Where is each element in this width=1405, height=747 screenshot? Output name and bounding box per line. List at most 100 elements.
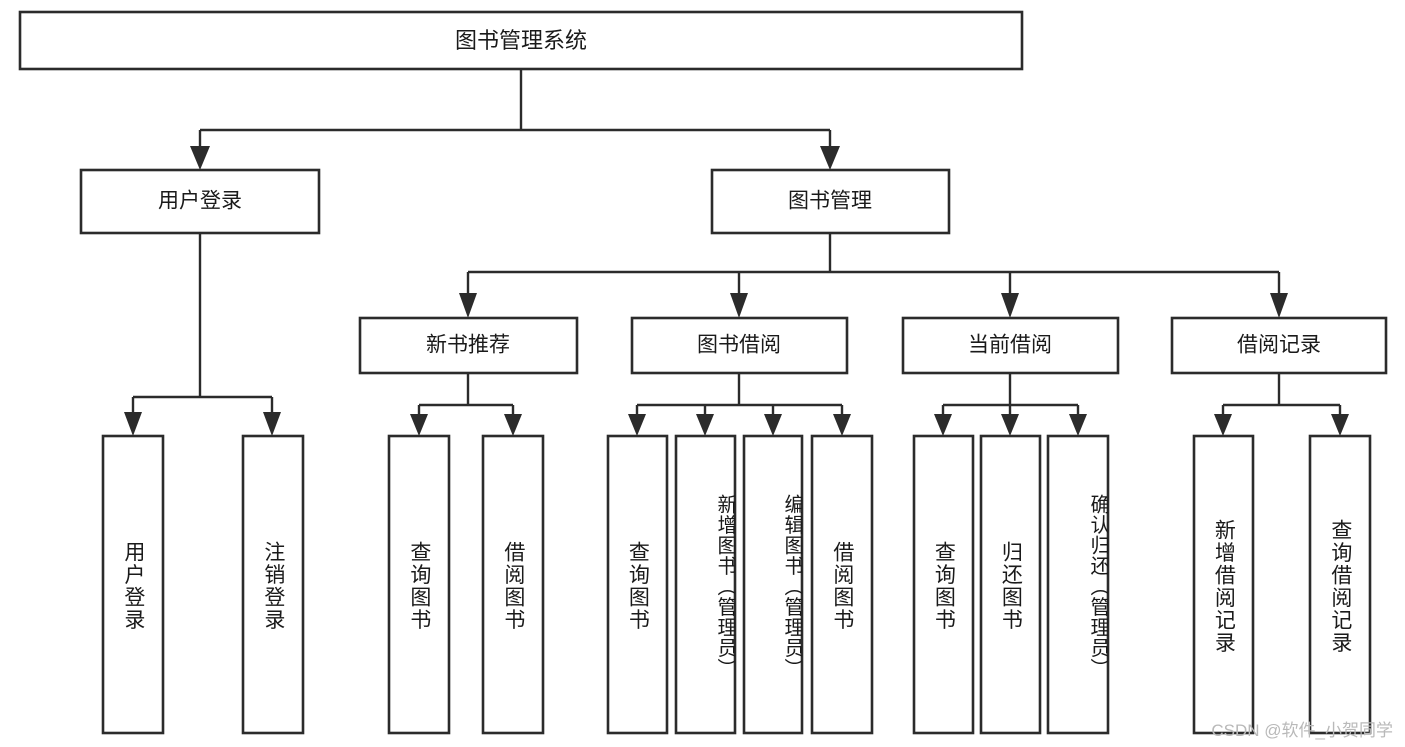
leaf-borrow-record-0[interactable]: 新增借阅记录	[1192, 434, 1255, 735]
node-user-login[interactable]: 用户登录	[79, 168, 321, 235]
arrowhead-current-borrow	[1001, 293, 1019, 318]
connector-group-user-login	[124, 233, 281, 436]
node-current-borrow[interactable]: 当前借阅	[901, 316, 1120, 375]
leaf-book-borrow-1[interactable]: 新增图书（管理员）	[674, 434, 737, 735]
leaf-new-book-1-label: 借阅图书	[501, 541, 525, 631]
arrowhead-new-book-leaf0	[410, 414, 428, 436]
leaf-book-borrow-0-label: 查询图书	[626, 541, 650, 631]
leaf-current-borrow-0-text-area: 查询图书	[932, 541, 956, 631]
leaf-book-borrow-3[interactable]: 借阅图书	[810, 434, 874, 735]
node-borrow-record[interactable]: 借阅记录	[1170, 316, 1388, 375]
leaf-user-login-1[interactable]: 注销登录	[241, 434, 305, 735]
leaf-book-borrow-2-box[interactable]	[742, 434, 804, 735]
connector-group-book-mgmt	[459, 233, 1288, 318]
leaf-borrow-record-1[interactable]: 查询借阅记录	[1308, 434, 1372, 735]
arrowhead-user-login-leaf0	[124, 412, 142, 436]
arrowhead-current-borrow-leaf2	[1069, 414, 1087, 436]
node-book-management[interactable]: 图书管理	[710, 168, 951, 235]
leaf-current-borrow-2-box[interactable]	[1046, 434, 1110, 735]
node-new-book-recommend-label: 新书推荐	[426, 334, 510, 357]
node-current-borrow-label: 当前借阅	[968, 334, 1052, 357]
leaf-user-login-0-label: 用户登录	[121, 541, 145, 631]
node-book-borrow-label: 图书借阅	[697, 334, 781, 357]
leaf-user-login-1-text-area: 注销登录	[261, 541, 285, 631]
leaf-user-login-1-box[interactable]	[241, 434, 305, 735]
node-current-borrow-box[interactable]	[901, 316, 1120, 375]
leaf-current-borrow-0[interactable]: 查询图书	[912, 434, 975, 735]
leaf-new-book-1[interactable]: 借阅图书	[481, 434, 545, 735]
leaf-user-login-1-label: 注销登录	[261, 541, 285, 631]
leaf-book-borrow-3-text-area: 借阅图书	[830, 541, 854, 631]
node-root[interactable]: 图书管理系统	[18, 10, 1024, 71]
arrowhead-user-login-leaf1	[263, 412, 281, 436]
node-user-login-box[interactable]	[79, 168, 321, 235]
leaf-book-borrow-1-text-area: 新增图书（管理员）	[714, 493, 735, 679]
leaf-borrow-record-1-text-area: 查询借阅记录	[1328, 518, 1352, 654]
node-book-borrow-box[interactable]	[630, 316, 849, 375]
leaf-current-borrow-1-label: 归还图书	[999, 541, 1023, 631]
connector-group-new-book	[410, 373, 522, 436]
leaf-current-borrow-1[interactable]: 归还图书	[979, 434, 1042, 735]
leaf-book-borrow-1-box[interactable]	[674, 434, 737, 735]
leaf-borrow-record-0-box[interactable]	[1192, 434, 1255, 735]
arrowhead-borrow-record	[1270, 293, 1288, 318]
leaf-book-borrow-0-text-area: 查询图书	[626, 541, 650, 631]
leaf-new-book-0[interactable]: 查询图书	[387, 434, 451, 735]
arrowhead-book-borrow-leaf3	[833, 414, 851, 436]
leaf-new-book-1-box[interactable]	[481, 434, 545, 735]
leaf-book-borrow-3-label: 借阅图书	[830, 541, 854, 631]
leaf-book-borrow-0[interactable]: 查询图书	[606, 434, 669, 735]
leaf-borrow-record-1-box[interactable]	[1308, 434, 1372, 735]
leaf-borrow-record-0-text-area: 新增借阅记录	[1212, 518, 1236, 654]
arrowhead-book-borrow-leaf0	[628, 414, 646, 436]
node-book-borrow[interactable]: 图书借阅	[630, 316, 849, 375]
node-new-book-recommend-box[interactable]	[358, 316, 579, 375]
connector-group-borrow-record	[1214, 373, 1349, 436]
leaf-current-borrow-2-text-area: 确认归还（管理员）	[1087, 493, 1108, 679]
arrowhead-borrow-record-leaf0	[1214, 414, 1232, 436]
arrowhead-borrow-record-leaf1	[1331, 414, 1349, 436]
leaf-current-borrow-1-text-area: 归还图书	[999, 541, 1023, 631]
node-book-management-label: 图书管理	[788, 190, 872, 213]
arrowhead-book-borrow	[730, 293, 748, 318]
node-borrow-record-box[interactable]	[1170, 316, 1388, 375]
leaf-borrow-record-0-label: 新增借阅记录	[1212, 518, 1236, 654]
leaf-book-borrow-2-text-area: 编辑图书（管理员）	[781, 493, 802, 679]
leaf-book-borrow-1-label: 新增图书（管理员）	[714, 493, 735, 679]
leaf-new-book-1-text-area: 借阅图书	[501, 541, 525, 631]
node-root-box[interactable]	[18, 10, 1024, 71]
leaf-current-borrow-2[interactable]: 确认归还（管理员）	[1046, 434, 1110, 735]
leaf-new-book-0-box[interactable]	[387, 434, 451, 735]
leaf-current-borrow-0-box[interactable]	[912, 434, 975, 735]
node-book-management-box[interactable]	[710, 168, 951, 235]
leaf-book-borrow-0-box[interactable]	[606, 434, 669, 735]
node-borrow-record-label: 借阅记录	[1237, 334, 1321, 357]
leaf-book-borrow-2[interactable]: 编辑图书（管理员）	[742, 434, 804, 735]
connector-group-root	[190, 69, 840, 170]
leaf-current-borrow-2-label: 确认归还（管理员）	[1087, 493, 1108, 679]
arrowhead-current-borrow-leaf0	[934, 414, 952, 436]
leaf-user-login-0[interactable]: 用户登录	[101, 434, 165, 735]
arrowhead-current-borrow-leaf1	[1001, 414, 1019, 436]
leaf-borrow-record-1-label: 查询借阅记录	[1328, 518, 1352, 654]
arrowhead-book-mgmt	[820, 146, 840, 170]
leaf-book-borrow-2-label: 编辑图书（管理员）	[781, 493, 802, 679]
node-root-label: 图书管理系统	[455, 28, 587, 53]
node-user-login-label: 用户登录	[158, 190, 242, 213]
arrowhead-user-login	[190, 146, 210, 170]
arrowhead-new-book-leaf1	[504, 414, 522, 436]
leaf-current-borrow-0-label: 查询图书	[932, 541, 956, 631]
connector-group-current-borrow	[934, 373, 1087, 436]
leaf-current-borrow-1-box[interactable]	[979, 434, 1042, 735]
arrowhead-book-borrow-leaf1	[696, 414, 714, 436]
arrowhead-new-book	[459, 293, 477, 318]
leaf-user-login-0-text-area: 用户登录	[121, 541, 145, 631]
leaf-new-book-0-text-area: 查询图书	[407, 541, 431, 631]
node-new-book-recommend[interactable]: 新书推荐	[358, 316, 579, 375]
leaf-new-book-0-label: 查询图书	[407, 541, 431, 631]
connector-group-book-borrow	[628, 373, 851, 436]
leaf-user-login-0-box[interactable]	[101, 434, 165, 735]
leaf-book-borrow-3-box[interactable]	[810, 434, 874, 735]
